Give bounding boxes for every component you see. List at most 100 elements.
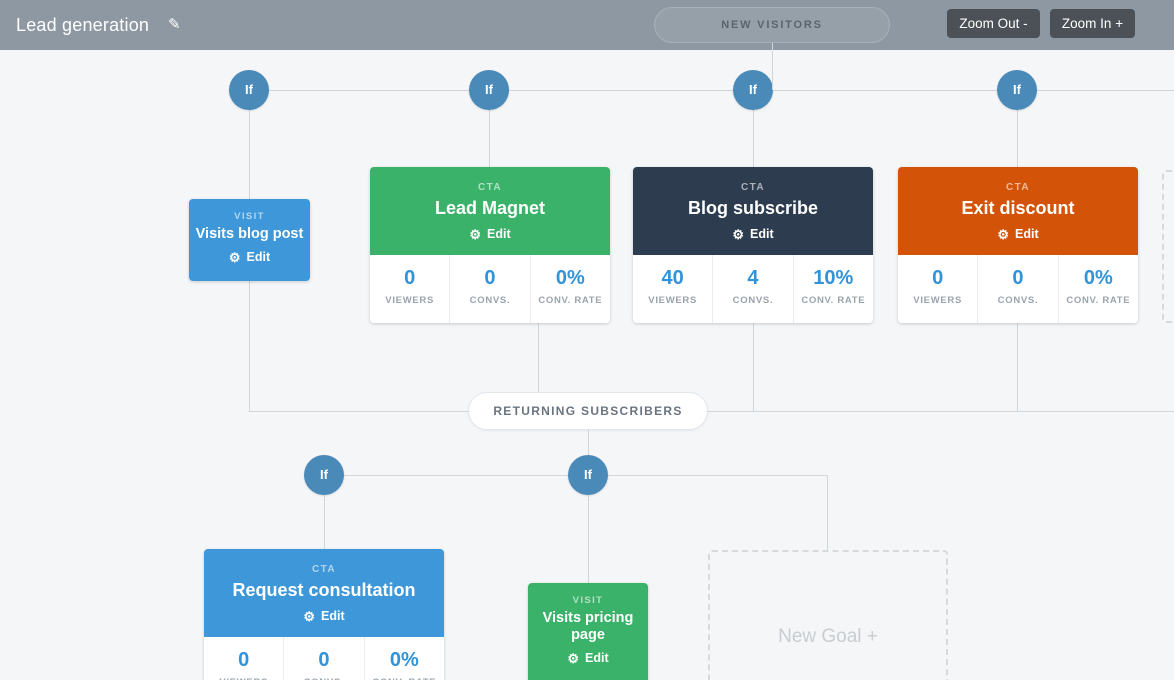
if-node[interactable]: If bbox=[997, 70, 1037, 110]
stat-value: 0 bbox=[318, 649, 330, 671]
goal-kind-label: CTA bbox=[740, 182, 765, 193]
connector-line bbox=[249, 411, 1174, 412]
stat-conv-rate: 0% CONV. RATE bbox=[1059, 255, 1138, 323]
stat-convs: 0 CONVS. bbox=[450, 255, 531, 323]
edit-label: Edit bbox=[321, 609, 345, 623]
goal-header[interactable]: VISIT Visits blog post ⚙ Edit bbox=[189, 199, 310, 281]
stat-label: VIEWERS bbox=[913, 295, 963, 306]
connector-line bbox=[827, 475, 828, 550]
goal-header[interactable]: CTA Lead Magnet ⚙ Edit bbox=[370, 167, 610, 255]
stat-viewers: 0 VIEWERS bbox=[204, 637, 285, 680]
stat-label: CONVS. bbox=[732, 295, 774, 306]
stat-value: 0% bbox=[555, 267, 585, 289]
goal-header[interactable]: CTA Exit discount ⚙ Edit bbox=[898, 167, 1138, 255]
edit-button[interactable]: ⚙ Edit bbox=[898, 227, 1138, 241]
page-title: Lead generation bbox=[16, 15, 150, 35]
goal-header[interactable]: VISIT Visits pricing page ⚙ Edit bbox=[528, 583, 648, 680]
new-goal-button[interactable]: New Goal + bbox=[708, 550, 948, 680]
stat-label: CONV. RATE bbox=[538, 295, 603, 306]
goal-kind-label: VISIT bbox=[234, 211, 265, 222]
goal-card-visits-pricing-page[interactable]: VISIT Visits pricing page ⚙ Edit bbox=[528, 583, 648, 680]
connector-line bbox=[772, 43, 773, 90]
goal-header[interactable]: CTA Blog subscribe ⚙ Edit bbox=[633, 167, 873, 255]
goal-kind-label: CTA bbox=[477, 182, 502, 193]
stat-label: VIEWERS bbox=[648, 295, 698, 306]
stat-value: 0 bbox=[932, 267, 944, 289]
connector-line bbox=[489, 90, 490, 167]
goal-title: Exit discount bbox=[961, 198, 1075, 218]
connector-line bbox=[249, 90, 250, 199]
edit-label: Edit bbox=[1015, 227, 1039, 241]
gear-icon: ⚙ bbox=[469, 226, 482, 242]
stat-convs: 0 CONVS. bbox=[284, 637, 365, 680]
stat-value: 0 bbox=[1012, 267, 1024, 289]
stat-value: 0 bbox=[484, 267, 496, 289]
edit-button[interactable]: ⚙ Edit bbox=[189, 250, 310, 264]
pencil-icon[interactable]: ✎ bbox=[168, 16, 181, 33]
goal-stats: 0 VIEWERS 0 CONVS. 0% CONV. RATE bbox=[370, 255, 610, 323]
goal-kind-label: CTA bbox=[311, 564, 336, 575]
stat-conv-rate: 0% CONV. RATE bbox=[531, 255, 610, 323]
goal-title: Blog subscribe bbox=[687, 198, 819, 218]
gear-icon: ⚙ bbox=[732, 226, 745, 242]
goal-title: Request consultation bbox=[232, 580, 416, 600]
stat-label: CONV. RATE bbox=[801, 295, 866, 306]
if-node[interactable]: If bbox=[568, 455, 608, 495]
segment-pill-returning-subscribers[interactable]: RETURNING SUBSCRIBERS bbox=[468, 392, 708, 430]
segment-pill-new-visitors[interactable]: NEW VISITORS bbox=[654, 7, 890, 43]
edit-label: Edit bbox=[750, 227, 774, 241]
edit-button[interactable]: ⚙ Edit bbox=[370, 227, 610, 241]
goal-stats: 0 VIEWERS 0 CONVS. 0% CONV. RATE bbox=[204, 637, 444, 680]
stat-value: 40 bbox=[661, 267, 684, 289]
gear-icon: ⚙ bbox=[997, 226, 1010, 242]
connector-line bbox=[1017, 90, 1018, 167]
goal-stats: 0 VIEWERS 0 CONVS. 0% CONV. RATE bbox=[898, 255, 1138, 323]
goal-header[interactable]: CTA Request consultation ⚙ Edit bbox=[204, 549, 444, 637]
goal-card-exit-discount[interactable]: CTA Exit discount ⚙ Edit 0 VIEWERS 0 CON… bbox=[898, 167, 1138, 323]
gear-icon: ⚙ bbox=[228, 249, 241, 265]
stat-conv-rate: 10% CONV. RATE bbox=[794, 255, 873, 323]
goal-title: Visits pricing page bbox=[542, 610, 634, 643]
stat-label: CONVS. bbox=[469, 295, 511, 306]
zoom-out-button[interactable]: Zoom Out - bbox=[947, 9, 1040, 38]
stat-convs: 4 CONVS. bbox=[713, 255, 794, 323]
goal-placeholder-partial[interactable] bbox=[1162, 170, 1174, 323]
stat-label: CONV. RATE bbox=[365, 677, 444, 680]
stat-viewers: 0 VIEWERS bbox=[370, 255, 451, 323]
connector-line bbox=[588, 430, 589, 475]
edit-button[interactable]: ⚙ Edit bbox=[204, 609, 444, 623]
if-node[interactable]: If bbox=[229, 70, 269, 110]
if-node[interactable]: If bbox=[469, 70, 509, 110]
goal-card-blog-subscribe[interactable]: CTA Blog subscribe ⚙ Edit 40 VIEWERS 4 C… bbox=[633, 167, 873, 323]
stat-value: 0 bbox=[238, 649, 250, 671]
stat-label: CONV. RATE bbox=[1066, 295, 1131, 306]
edit-button[interactable]: ⚙ Edit bbox=[528, 651, 648, 665]
edit-button[interactable]: ⚙ Edit bbox=[633, 227, 873, 241]
connector-line bbox=[249, 281, 250, 411]
stat-value: 0% bbox=[1083, 267, 1113, 289]
stat-convs: 0 CONVS. bbox=[978, 255, 1059, 323]
stat-value: 4 bbox=[747, 267, 759, 289]
connector-line bbox=[588, 475, 589, 583]
stat-label: VIEWERS bbox=[385, 295, 435, 306]
goal-card-request-consultation[interactable]: CTA Request consultation ⚙ Edit 0 VIEWER… bbox=[204, 549, 444, 680]
goal-card-visits-blog-post[interactable]: VISIT Visits blog post ⚙ Edit bbox=[189, 199, 310, 281]
if-node[interactable]: If bbox=[304, 455, 344, 495]
edit-label: Edit bbox=[487, 227, 511, 241]
connector-line bbox=[753, 323, 754, 411]
if-node[interactable]: If bbox=[733, 70, 773, 110]
stat-value: 10% bbox=[813, 267, 854, 289]
stat-value: 0 bbox=[404, 267, 416, 289]
stat-viewers: 0 VIEWERS bbox=[898, 255, 979, 323]
goal-kind-label: CTA bbox=[1005, 182, 1030, 193]
stat-viewers: 40 VIEWERS bbox=[633, 255, 714, 323]
zoom-in-button[interactable]: Zoom In + bbox=[1050, 9, 1135, 38]
edit-label: Edit bbox=[585, 651, 609, 665]
goal-card-lead-magnet[interactable]: CTA Lead Magnet ⚙ Edit 0 VIEWERS 0 CONVS… bbox=[370, 167, 610, 323]
connector-line bbox=[1017, 323, 1018, 411]
goal-title: Visits blog post bbox=[195, 226, 304, 242]
goal-kind-label: VISIT bbox=[572, 595, 604, 606]
top-bar: Lead generation ✎ Zoom Out - Zoom In + bbox=[0, 0, 1174, 50]
stat-label: VIEWERS bbox=[204, 677, 283, 680]
